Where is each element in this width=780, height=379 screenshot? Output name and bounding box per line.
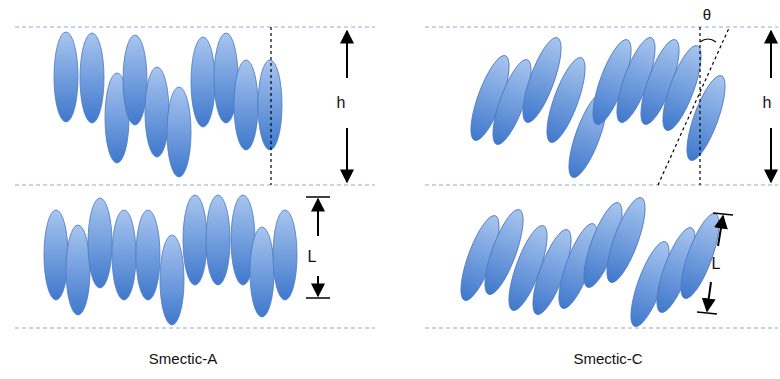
dimension-label: L [308, 249, 317, 265]
molecule [167, 87, 191, 177]
dimension-label: h [337, 95, 346, 111]
molecule [673, 210, 726, 303]
molecule [250, 227, 274, 317]
guides [271, 27, 729, 185]
tilt-angle-label: θ [703, 7, 711, 22]
phase-caption: Smectic-C [573, 351, 642, 366]
molecule [112, 210, 136, 300]
molecule [136, 210, 160, 300]
dimension-label: L [712, 256, 721, 272]
molecule [191, 37, 215, 127]
molecule [679, 72, 732, 165]
molecules-smectic-c [453, 34, 732, 331]
dimension-label: h [763, 95, 772, 111]
molecule [206, 195, 230, 285]
phase-caption: Smectic-A [149, 351, 217, 366]
molecule [123, 35, 147, 125]
molecule [145, 67, 169, 157]
molecule [234, 60, 258, 150]
molecule [273, 210, 297, 300]
molecule [66, 225, 90, 315]
layer-boundaries [15, 27, 778, 328]
molecule [258, 60, 282, 150]
molecule [183, 195, 207, 285]
molecules-smectic-a [44, 32, 297, 325]
molecule [88, 198, 112, 288]
molecule [44, 210, 68, 300]
molecule [54, 32, 78, 122]
molecule [80, 33, 104, 123]
dimension-arrows [306, 31, 771, 314]
molecule [160, 235, 184, 325]
